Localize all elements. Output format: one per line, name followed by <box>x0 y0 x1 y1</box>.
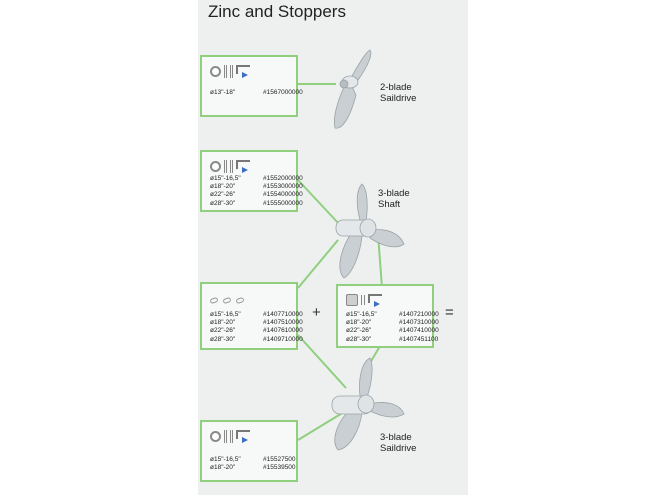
split-pin-icon <box>230 429 233 443</box>
saildrive-2-blade-box: ø13"-18" #1567000000 <box>200 55 303 117</box>
split-pin-icon <box>224 64 227 78</box>
zinc-set-box: ø15"-16,5"#1407710000 ø18"-20"#140751000… <box>200 282 303 350</box>
propeller-3-blade-saildrive <box>331 357 405 451</box>
split-pin-icon <box>230 64 233 78</box>
zinc-anode-icon <box>235 296 245 304</box>
part-list: ø15"-16,5"#15527500 ø18"-20"#15539500 <box>210 456 296 472</box>
shaft-3-blade-label: 3-blade Shaft <box>378 188 410 210</box>
parts-icons <box>346 292 384 308</box>
saildrive-2-blade-label: 2-blade Saildrive <box>380 82 417 104</box>
connector-line <box>297 411 345 441</box>
list-item: ø18"-20"#15539500 <box>210 464 296 472</box>
list-item: ø22"-26"#1554000000 <box>210 191 303 199</box>
saildrive-3-blade-box: ø15"-16,5"#15527500 ø18"-20"#15539500 <box>200 420 298 482</box>
split-pin-icon <box>224 159 227 173</box>
propeller-2-blade-saildrive <box>333 49 372 129</box>
parts-icons <box>209 292 245 308</box>
connector-line <box>297 179 341 226</box>
page-title: Zinc and Stoppers <box>208 2 346 21</box>
zinc-anode-icon <box>222 296 232 304</box>
list-item: ø18"-20"#1553000000 <box>210 183 303 191</box>
list-item: ø15"-16,5"#1552000000 <box>210 175 303 182</box>
list-item: ø28"-30"#1555000000 <box>210 199 303 207</box>
shaft-3-blade-box: ø15"-16,5"#1552000000 ø18"-20"#155300000… <box>200 150 303 212</box>
list-item: ø18"-20"#1407310000 <box>346 319 439 327</box>
part-list: ø15"-16,5"#1552000000 ø18"-20"#155300000… <box>210 175 303 208</box>
propeller-3-blade-shaft <box>335 183 405 279</box>
zinc-ring-icon <box>210 65 221 77</box>
parts-icons <box>210 158 252 174</box>
part-list: ø13"-18" #1567000000 <box>210 89 303 97</box>
part-list: ø15"-16,5"#1407710000 ø18"-20"#140751000… <box>210 311 303 344</box>
allen-key-icon <box>236 65 252 78</box>
zinc-block-icon <box>346 294 358 306</box>
list-item: ø22"-26"#1407610000 <box>210 327 303 335</box>
saildrive-3-blade-label: 3-blade Saildrive <box>380 432 417 454</box>
zinc-stopper-set-box: ø15"-16,5"#1407210000 ø18"-20"#140731000… <box>336 284 439 348</box>
list-item: ø13"-18" #1567000000 <box>210 89 303 96</box>
blue-arrow-icon <box>242 72 248 78</box>
list-item: ø15"-16,5"#1407210000 <box>346 311 439 318</box>
blue-arrow-icon <box>242 437 248 443</box>
zinc-ring-icon <box>210 160 221 172</box>
connector-line <box>297 239 339 289</box>
plus-sign: + <box>312 304 321 321</box>
allen-key-icon <box>236 160 252 173</box>
split-pin-icon <box>224 429 227 443</box>
zinc-ring-icon <box>210 430 221 442</box>
list-item: ø28"-30"#1409710000 <box>210 335 303 343</box>
split-pin-icon <box>230 159 233 173</box>
allen-key-icon <box>236 430 252 443</box>
zinc-anode-icon <box>209 296 219 304</box>
blue-arrow-icon <box>374 301 380 307</box>
screw-icon <box>361 295 365 305</box>
connector-line <box>297 334 347 389</box>
parts-icons <box>210 428 252 444</box>
allen-key-icon <box>368 294 384 307</box>
part-list: ø15"-16,5"#1407210000 ø18"-20"#140731000… <box>346 311 439 344</box>
list-item: ø28"-30"#1407451100 <box>346 335 439 343</box>
list-item: ø18"-20"#1407510000 <box>210 319 303 327</box>
list-item: ø15"-16,5"#1407710000 <box>210 311 303 318</box>
list-item: ø15"-16,5"#15527500 <box>210 456 296 463</box>
blue-arrow-icon <box>242 167 248 173</box>
equals-sign: = <box>445 304 454 321</box>
list-item: ø22"-26"#1407410000 <box>346 327 439 335</box>
parts-icons <box>210 63 252 79</box>
